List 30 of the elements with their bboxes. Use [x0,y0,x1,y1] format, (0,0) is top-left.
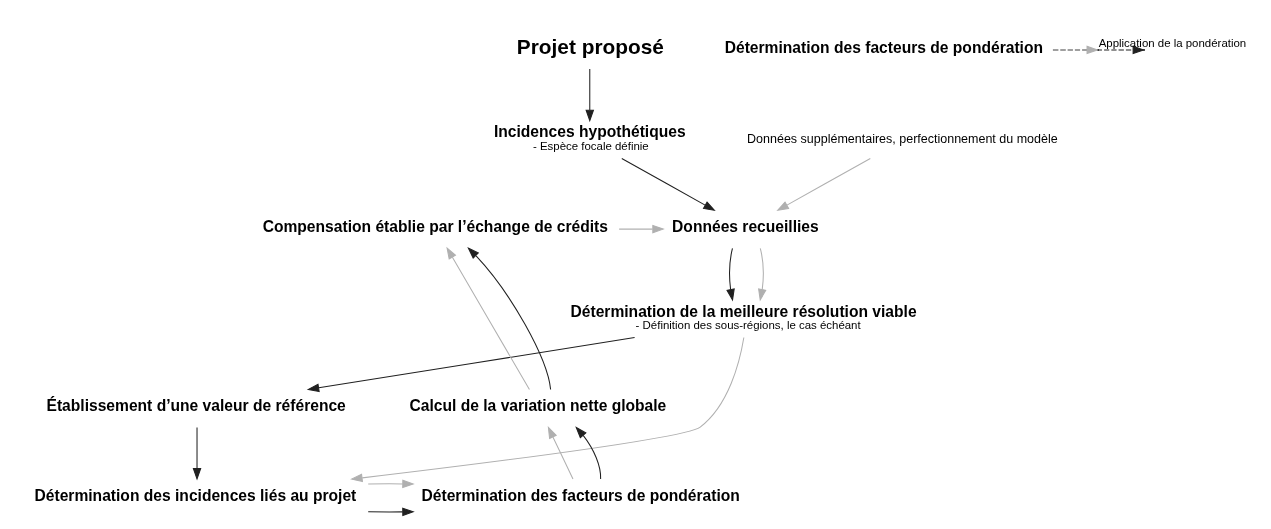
node-text: Calcul de la variation nette globale [409,396,667,414]
arrow [446,246,530,391]
arrow [306,337,636,393]
node-text: Détermination des incidences liés au projet [34,486,357,504]
node-text: Données supplémentaires, perfectionnement du modèle [747,131,1058,146]
arrow [776,157,871,212]
node-text: Détermination des facteurs de pondération [724,38,1044,56]
arrow [192,426,202,481]
arrow [618,224,665,234]
node-text: Projet proposé [516,35,664,59]
edge-label: Application de la pondération [1098,36,1247,49]
arrow [585,68,595,123]
node-text: Établissement d’une valeur de référence [46,396,346,414]
arrow [367,507,415,517]
arrow [367,479,415,489]
arrow [547,426,574,480]
node-label: - Espèce focale définie [533,139,649,152]
node-text: Données recueillies [672,217,819,235]
node-text: Détermination de la meilleure résolution viable [570,302,917,320]
arrow [621,157,716,212]
node-text: Incidences hypothétiques [493,123,686,141]
node-text: Compensation établie par l’échange de crédits [262,217,608,235]
node-label: - Définition des sous-régions, le cas échéant [635,318,861,331]
arrow [758,247,767,302]
arrow [575,426,602,480]
arrow [467,247,552,391]
arrow [1052,45,1100,55]
node-text: Détermination des facteurs de pondération [421,486,740,504]
arrow [726,247,735,302]
arrow [350,336,745,483]
